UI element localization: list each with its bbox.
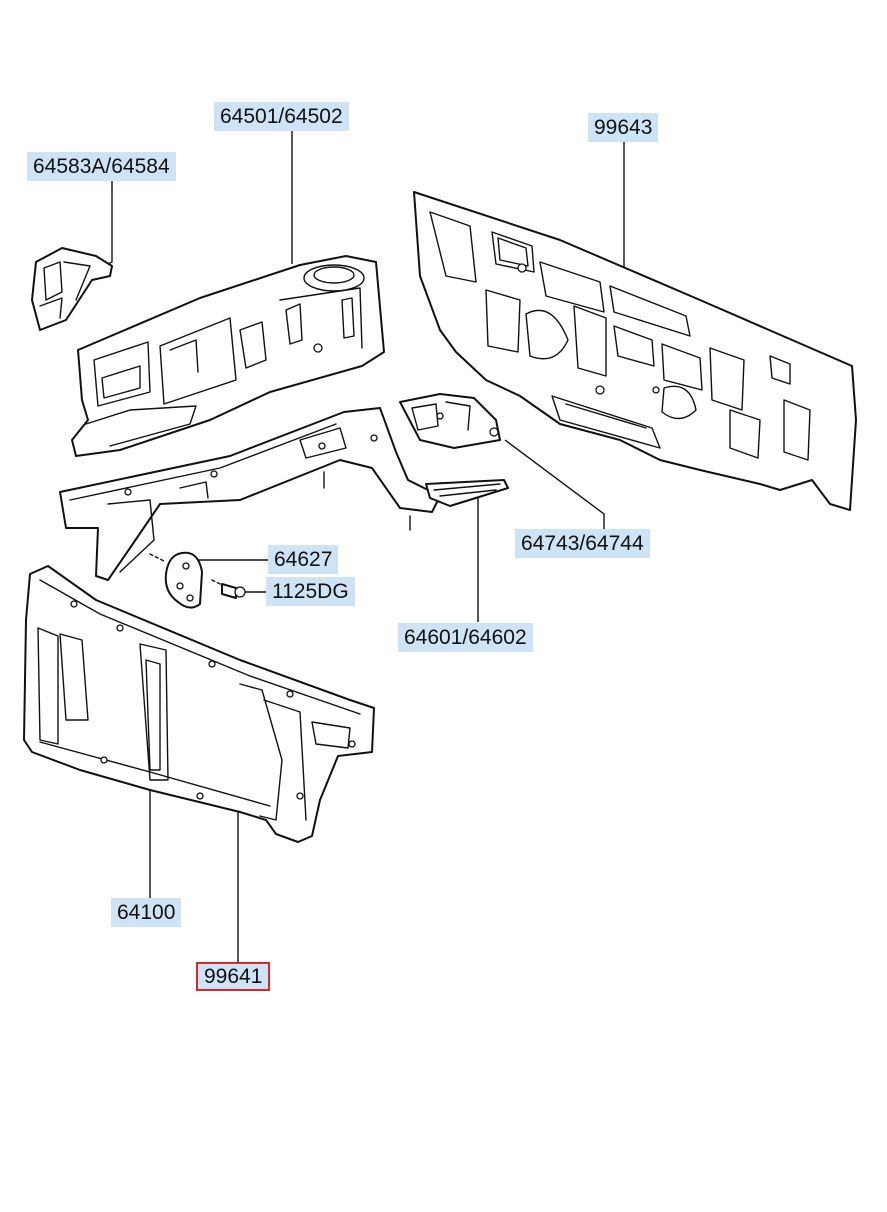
bolt-1125dg-drawing xyxy=(211,579,246,599)
label-1125dg[interactable]: 1125DG xyxy=(266,577,355,606)
label-99643[interactable]: 99643 xyxy=(588,113,659,142)
rail-64601-drawing xyxy=(425,479,509,507)
label-64501-64502[interactable]: 64501/64502 xyxy=(214,102,349,131)
label-64743-64744[interactable]: 64743/64744 xyxy=(515,529,650,558)
leader-64743 xyxy=(504,439,605,530)
bracket-64583-drawing xyxy=(31,247,113,331)
label-64583a-64584[interactable]: 64583A/64584 xyxy=(27,152,176,181)
fender-apron-64501-drawing xyxy=(71,255,385,457)
bracket-64743-drawing xyxy=(399,393,501,449)
label-99641[interactable]: 99641 xyxy=(196,962,271,991)
dash-panel-99643-drawing xyxy=(413,191,857,511)
side-member-drawing xyxy=(59,407,441,581)
label-64601-64602[interactable]: 64601/64602 xyxy=(398,623,533,652)
radiator-support-64100-drawing xyxy=(23,565,375,843)
label-64100[interactable]: 64100 xyxy=(111,898,182,927)
plate-64627-drawing xyxy=(149,551,203,609)
label-64627[interactable]: 64627 xyxy=(268,545,339,574)
leader-64583 xyxy=(99,181,113,269)
